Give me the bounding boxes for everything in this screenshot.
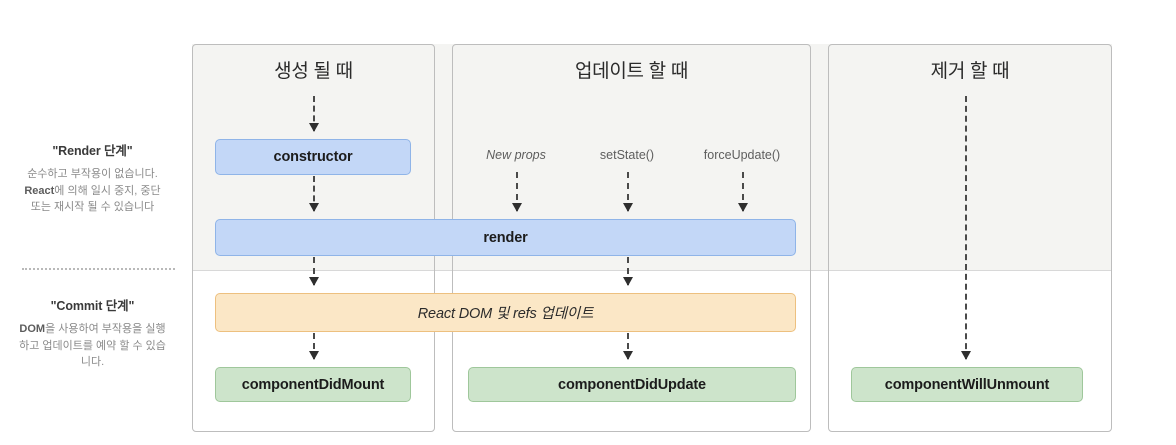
node-component-did-update[interactable]: componentDidUpdate [468, 367, 796, 402]
arrow-stem [627, 257, 629, 285]
legend-render-phase: "Render 단계" 순수하고 부작용이 없습니다. React에 의해 일시… [5, 140, 180, 216]
arrow-stem [516, 172, 518, 211]
arrow-head [308, 123, 319, 132]
node-render[interactable]: render [215, 219, 796, 256]
legend-render-phase-body-lead: 순수하고 부작용이 없습니다. [27, 168, 158, 180]
arrow-head [308, 351, 319, 360]
phase-legend: "Render 단계" 순수하고 부작용이 없습니다. React에 의해 일시… [0, 0, 185, 445]
legend-render-phase-body: 순수하고 부작용이 없습니다. React에 의해 일시 중지, 중단 또는 재… [5, 166, 180, 216]
arrow-head [308, 203, 319, 212]
legend-divider [22, 268, 175, 270]
arrow-stem [313, 176, 315, 211]
node-component-will-unmount[interactable]: componentWillUnmount [851, 367, 1083, 402]
node-constructor[interactable]: constructor [215, 139, 411, 175]
arrow-head [960, 351, 971, 360]
arrow-stem [313, 333, 315, 359]
arrow-head [511, 203, 522, 212]
legend-commit-phase: "Commit 단계" DOM을 사용하여 부작용을 실행하고 업데이트를 예약… [5, 295, 180, 371]
trigger-force-update: forceUpdate() [703, 148, 781, 162]
legend-render-phase-body-strong: React [24, 184, 55, 197]
legend-commit-phase-body: DOM을 사용하여 부작용을 실행하고 업데이트를 예약 할 수 있습니다. [5, 321, 180, 371]
arrow-head [737, 203, 748, 212]
arrow-head [622, 277, 633, 286]
column-title-updating: 업데이트 할 때 [574, 61, 689, 82]
column-title-unmounting: 제거 할 때 [930, 61, 1010, 82]
legend-render-phase-body-tail: 에 의해 일시 중지, 중단 또는 재시작 될 수 있습니다 [30, 184, 161, 214]
legend-commit-phase-body-strong: DOM [19, 323, 46, 335]
arrow-head [622, 351, 633, 360]
arrow-stem [313, 96, 315, 131]
node-component-did-mount[interactable]: componentDidMount [215, 367, 411, 402]
arrow-head [622, 203, 633, 212]
trigger-set-state: setState() [599, 148, 655, 162]
column-unmounting [828, 44, 1112, 432]
legend-commit-phase-title: "Commit 단계" [50, 299, 135, 313]
legend-commit-phase-body-tail: 을 사용하여 부작용을 실행하고 업데이트를 예약 할 수 있습니다. [19, 323, 166, 368]
arrow-stem [627, 333, 629, 359]
arrow-stem [742, 172, 744, 211]
arrow-stem [965, 96, 967, 359]
legend-render-phase-title: "Render 단계" [52, 144, 133, 158]
phase-separator-line [192, 270, 1112, 271]
trigger-new-props: New props [486, 148, 546, 162]
node-react-dom-refs-update[interactable]: React DOM 및 refs 업데이트 [215, 293, 796, 332]
column-title-mounting: 생성 될 때 [274, 61, 353, 82]
arrow-stem [313, 257, 315, 285]
arrow-head [308, 277, 319, 286]
arrow-stem [627, 172, 629, 211]
